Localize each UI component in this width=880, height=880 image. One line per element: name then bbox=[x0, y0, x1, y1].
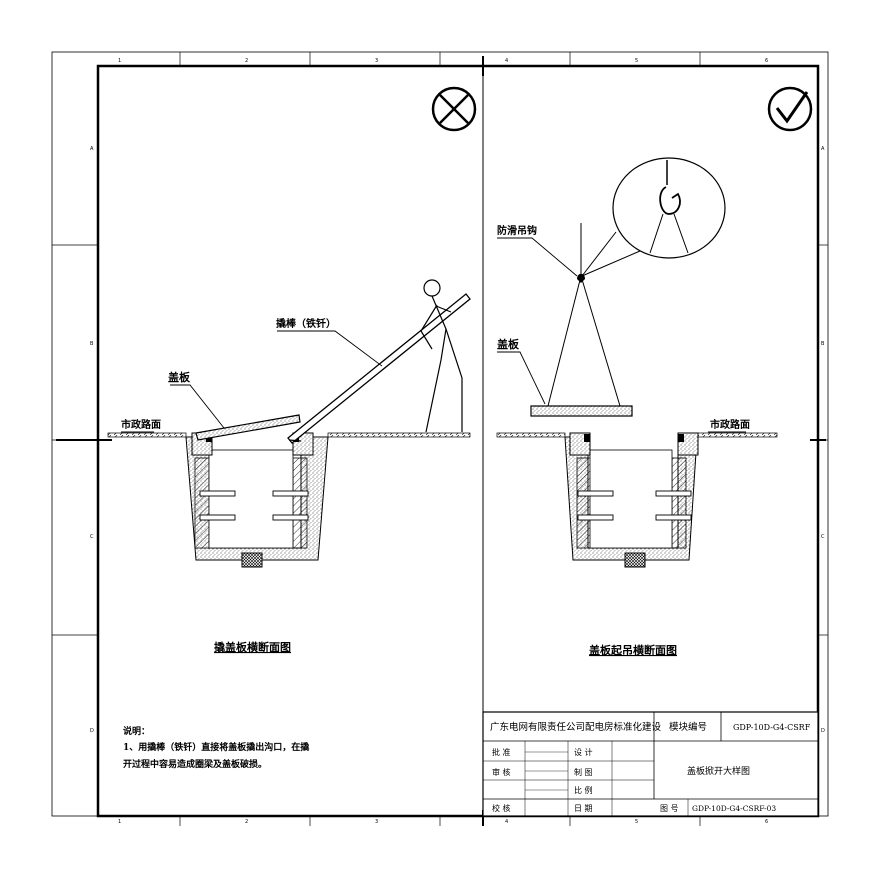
notes-title: 说明： bbox=[123, 725, 150, 737]
col-label-5-bottom: 5 bbox=[635, 819, 638, 825]
lifting-rig bbox=[547, 223, 621, 407]
row-label-a-right: A bbox=[821, 146, 825, 152]
pry-bar bbox=[287, 293, 471, 444]
right-road-label: 市政路面 bbox=[710, 418, 750, 431]
company-name: 广东电网有限责任公司配电房标准化建设 bbox=[490, 721, 662, 733]
title-block bbox=[482, 711, 819, 817]
left-trench-section bbox=[107, 432, 471, 568]
lifted-cover-plate bbox=[530, 405, 633, 417]
left-cover-label: 盖板 bbox=[168, 370, 191, 384]
check-label: 校 核 bbox=[492, 803, 511, 813]
draw-label: 制 图 bbox=[574, 767, 593, 777]
col-label-4-bottom: 4 bbox=[505, 819, 508, 825]
row-label-c-right: C bbox=[821, 534, 825, 540]
col-label-3: 3 bbox=[375, 58, 378, 64]
col-label-5: 5 bbox=[635, 58, 638, 64]
module-number-label: 模块编号 bbox=[669, 721, 707, 733]
tilted-cover-plate bbox=[195, 414, 301, 441]
pry-bar-label: 撬棒（铁钎） bbox=[276, 317, 336, 330]
drawing-title: 盖板掀开大样图 bbox=[687, 765, 750, 777]
col-label-6-bottom: 6 bbox=[765, 819, 768, 825]
row-label-a: A bbox=[90, 146, 94, 152]
review-label: 审 核 bbox=[492, 767, 511, 777]
approve-label: 批 准 bbox=[492, 747, 511, 757]
module-code: GDP-10D-G4-CSRF bbox=[733, 723, 811, 732]
row-label-b-right: B bbox=[821, 341, 825, 347]
left-caption: 撬盖板横断面图 bbox=[214, 640, 291, 654]
row-label-d-right: D bbox=[821, 728, 825, 734]
column-labels: 1 2 3 4 5 6 1 2 3 4 5 6 bbox=[118, 58, 768, 825]
sheet-frame bbox=[51, 51, 829, 826]
worker-figure bbox=[420, 279, 463, 433]
right-caption: 盖板起吊横断面图 bbox=[589, 643, 677, 657]
notes-line-2: 开过程中容易造成圈梁及盖板破损。 bbox=[123, 758, 267, 770]
col-label-2-bottom: 2 bbox=[245, 819, 248, 825]
design-label: 设 计 bbox=[574, 747, 593, 757]
right-trench-section bbox=[496, 432, 778, 568]
row-label-c: C bbox=[90, 534, 94, 540]
col-label-1: 1 bbox=[118, 58, 121, 64]
col-label-4: 4 bbox=[505, 58, 508, 64]
drawing-number: GDP-10D-G4-CSRF-03 bbox=[692, 804, 776, 813]
left-road-label: 市政路面 bbox=[121, 418, 161, 431]
row-label-b: B bbox=[90, 341, 94, 347]
row-labels: A B C D A B C D bbox=[90, 146, 825, 734]
drawing-number-label: 图 号 bbox=[660, 804, 679, 813]
notes-line-1: 1、用撬棒（铁钎）直接将盖板撬出沟口，在撬 bbox=[123, 741, 309, 753]
hook-detail-bubble bbox=[581, 157, 726, 277]
col-label-2: 2 bbox=[245, 58, 248, 64]
right-cover-label: 盖板 bbox=[497, 337, 520, 351]
left-leader-lines bbox=[121, 330, 383, 433]
col-label-6: 6 bbox=[765, 58, 768, 64]
col-label-1-bottom: 1 bbox=[118, 819, 121, 825]
col-label-3-bottom: 3 bbox=[375, 819, 378, 825]
correct-method-icon bbox=[767, 86, 813, 132]
date-label: 日 期 bbox=[574, 804, 593, 813]
wrong-method-icon bbox=[431, 86, 477, 132]
right-leader-lines bbox=[497, 237, 746, 433]
row-label-d: D bbox=[90, 728, 94, 734]
hook-label: 防滑吊钩 bbox=[497, 224, 537, 237]
scale-label: 比 例 bbox=[574, 785, 593, 795]
